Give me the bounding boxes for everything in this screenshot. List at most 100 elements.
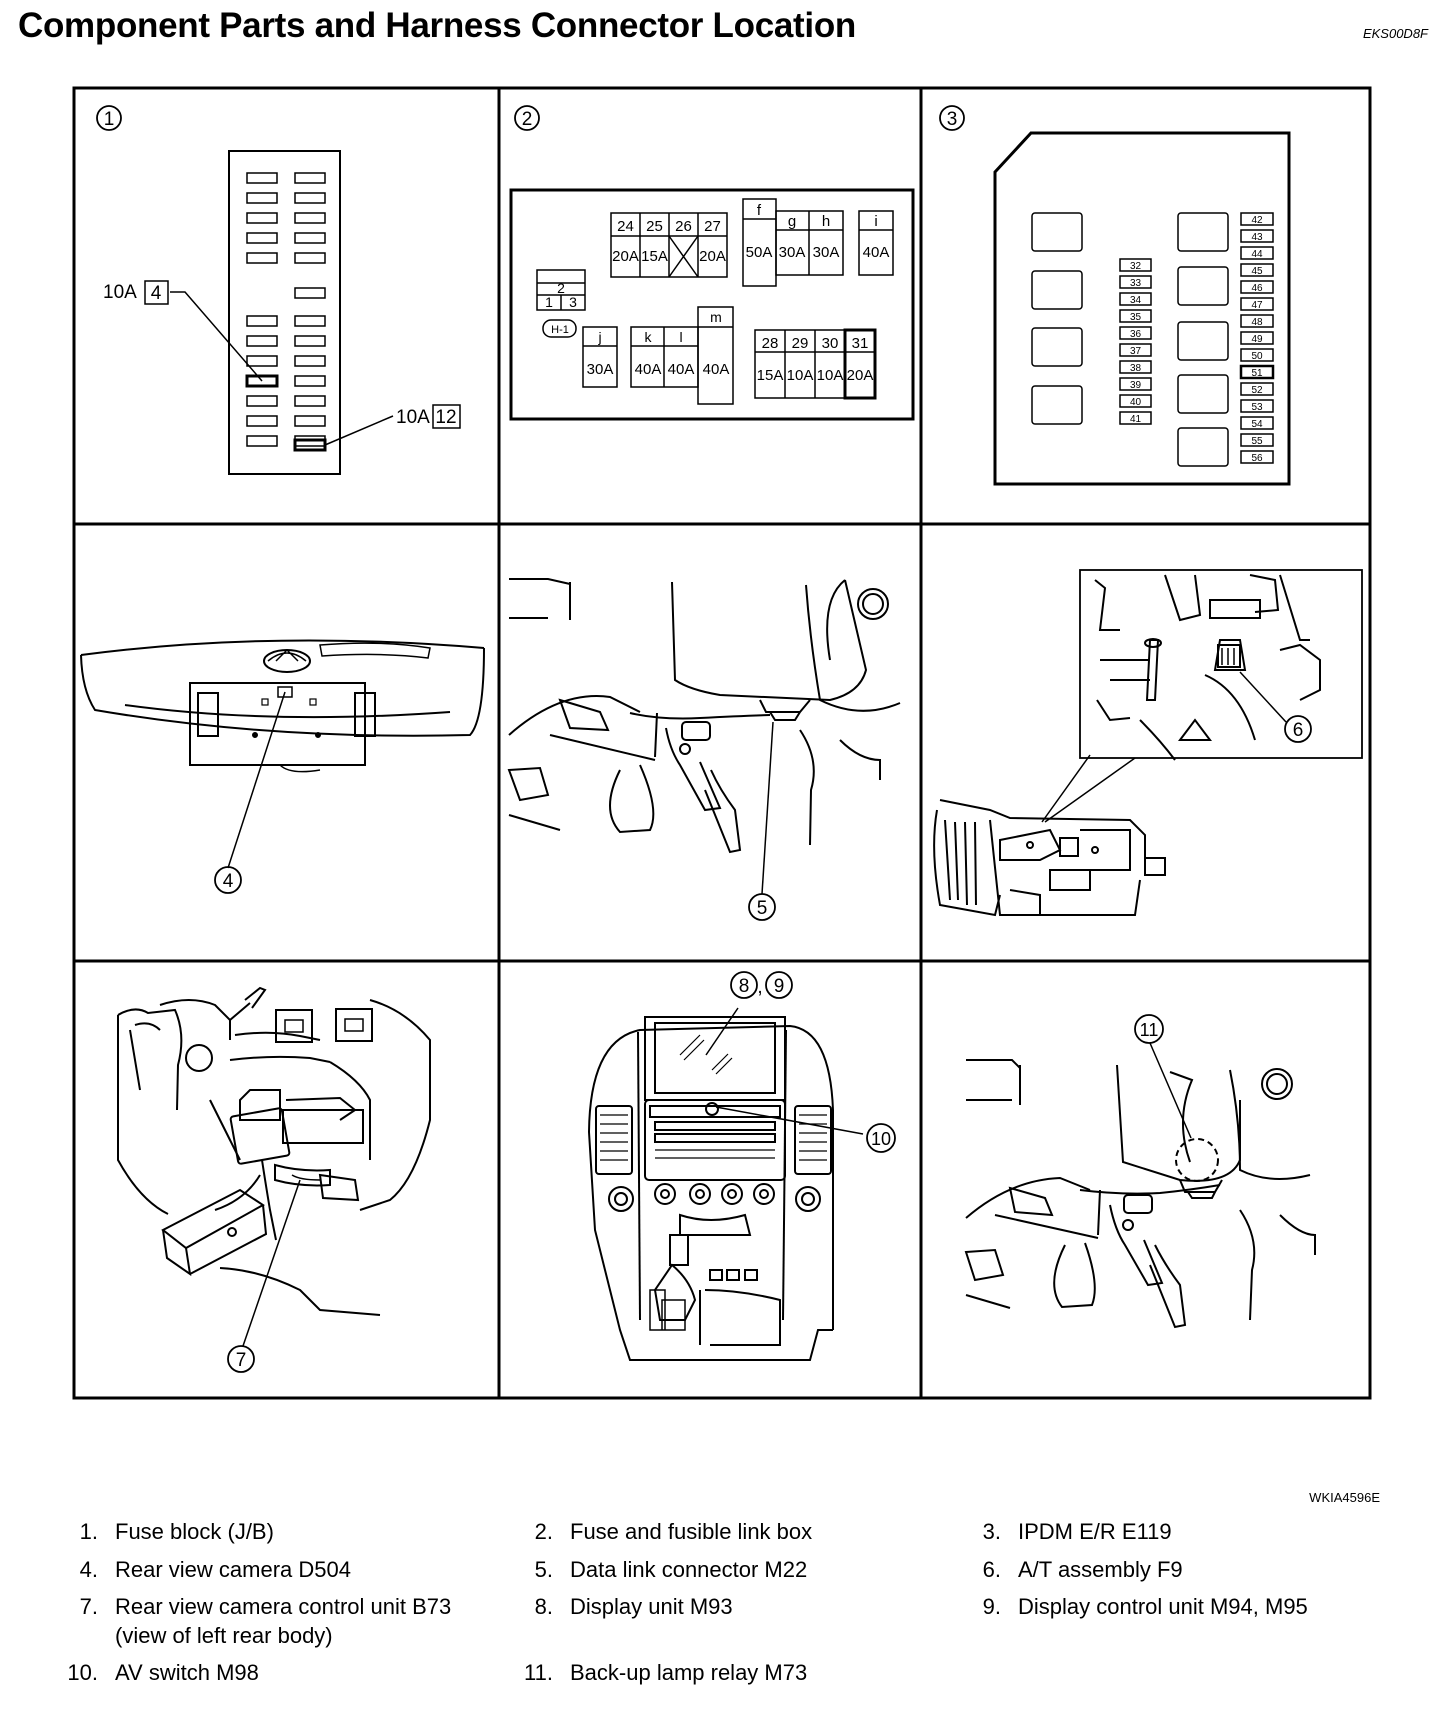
- fuse: [246, 435, 278, 447]
- callout-7: 7: [236, 1350, 247, 1371]
- fuse-number: 35: [1130, 312, 1142, 323]
- fuse-number: 54: [1251, 419, 1263, 430]
- callout-8: 8: [739, 976, 750, 997]
- fuse-number: 53: [1251, 402, 1263, 413]
- fuse-rating: 20A: [847, 367, 874, 384]
- fuse: [294, 335, 326, 347]
- panel-backup-lamp-relay: [964, 1042, 1316, 1329]
- panel-rear-camera: [80, 639, 485, 869]
- fuse-number: 50: [1251, 351, 1263, 362]
- fuse: [294, 355, 326, 367]
- fuse-number: 49: [1251, 334, 1263, 345]
- fuse-highlighted: [245, 374, 279, 388]
- callout-5: 5: [757, 898, 768, 919]
- callout-10: 10: [871, 1129, 891, 1149]
- fuse: [1177, 427, 1229, 467]
- fuse-number: 25: [646, 218, 663, 235]
- fuse: [294, 232, 326, 244]
- fuse-value: 10A: [396, 407, 430, 428]
- callout-6: 6: [1293, 720, 1304, 741]
- fuse: [294, 212, 326, 224]
- relay: [1031, 327, 1083, 367]
- fuse: [246, 335, 278, 347]
- fusible-link-rating: 30A: [779, 244, 806, 261]
- relay: [1031, 385, 1083, 425]
- fusible-link-rating: 40A: [635, 361, 662, 378]
- figure-code: WKIA4596E: [1309, 1490, 1380, 1505]
- panel-data-link-connector: [507, 578, 901, 895]
- fuse: [246, 395, 278, 407]
- fusible-link-letter: g: [788, 213, 796, 230]
- svg-text:,: ,: [757, 977, 762, 998]
- fusible-link-letter: i: [874, 213, 877, 230]
- fusible-link-rating: 30A: [813, 244, 840, 261]
- panel-ipdm: 3 32333435363738394041424344454647484950…: [939, 105, 1291, 486]
- relay: [1031, 270, 1083, 310]
- fuse-number: 26: [675, 218, 692, 235]
- fuse-rating: 15A: [641, 248, 668, 265]
- fusible-link-letter: m: [710, 309, 722, 325]
- fusible-link-letter: h: [822, 213, 830, 230]
- fuse-number: 24: [617, 218, 634, 235]
- callout-11: 11: [1140, 1020, 1159, 1040]
- fuse-number: 38: [1130, 363, 1142, 374]
- fuse-number: 40: [1130, 397, 1142, 408]
- relay-pin: 3: [569, 294, 577, 310]
- fuse-number: 52: [1251, 385, 1263, 396]
- fuse-number: 39: [1130, 380, 1142, 391]
- fuse: [246, 355, 278, 367]
- fusible-link-letter: j: [597, 329, 601, 345]
- fuse: [246, 252, 278, 264]
- page-title: Component Parts and Harness Connector Lo…: [18, 6, 856, 45]
- panel-at-assembly: [933, 569, 1363, 917]
- fuse-number: 36: [1130, 329, 1142, 340]
- fusible-link-letter: f: [757, 202, 762, 219]
- fuse-value: 10A: [103, 282, 137, 303]
- fuse-number: 31: [852, 335, 869, 352]
- panel-center-console: [588, 1007, 864, 1361]
- fuse-slot: 4: [151, 283, 162, 304]
- fuse-rating: 10A: [787, 367, 814, 384]
- fuse: [294, 315, 326, 327]
- fuse-number: 51: [1251, 368, 1263, 379]
- fuse-number: 43: [1251, 232, 1263, 243]
- fuse-number: 27: [704, 218, 721, 235]
- panel-number: 1: [104, 109, 115, 130]
- callout-4: 4: [223, 871, 234, 892]
- fuse: [294, 192, 326, 204]
- fuse: [1177, 266, 1229, 306]
- relay-pin: 2: [557, 280, 565, 296]
- fuse: [1177, 321, 1229, 361]
- fuse-number: 37: [1130, 346, 1142, 357]
- panel-number: 3: [947, 109, 958, 130]
- relay: [1031, 212, 1083, 252]
- fuse: [294, 415, 326, 427]
- fuse-slot: 12: [435, 407, 456, 428]
- fuse-number: 32: [1130, 261, 1142, 272]
- fusible-link-letter: k: [645, 329, 653, 345]
- fusible-link-rating: 40A: [863, 244, 890, 261]
- fuse: [246, 415, 278, 427]
- fuse: [246, 232, 278, 244]
- fuse-number: 30: [822, 335, 839, 352]
- fuse-rating: 10A: [817, 367, 844, 384]
- fuse-rating: 15A: [757, 367, 784, 384]
- callout-markers: 4 5 6 7 8 , 9 10 11: [214, 715, 1312, 1373]
- fuse-number: 47: [1251, 300, 1263, 311]
- fuse-number: 45: [1251, 266, 1263, 277]
- fusible-link-rating: 40A: [703, 361, 730, 378]
- fuse-rating: 20A: [699, 248, 726, 265]
- fuse-number: 28: [762, 335, 779, 352]
- fuse-highlighted: [293, 438, 327, 452]
- fuse: [246, 315, 278, 327]
- document-code: EKS00D8F: [1362, 26, 1428, 41]
- panel-grid: [72, 86, 1372, 1400]
- fuse: [246, 192, 278, 204]
- fuse-number: 46: [1251, 283, 1263, 294]
- fuse: [246, 212, 278, 224]
- fusible-link-rating: 40A: [668, 361, 695, 378]
- fuse: [294, 172, 326, 184]
- fuse-number: 42: [1251, 215, 1263, 226]
- fuse: [294, 252, 326, 264]
